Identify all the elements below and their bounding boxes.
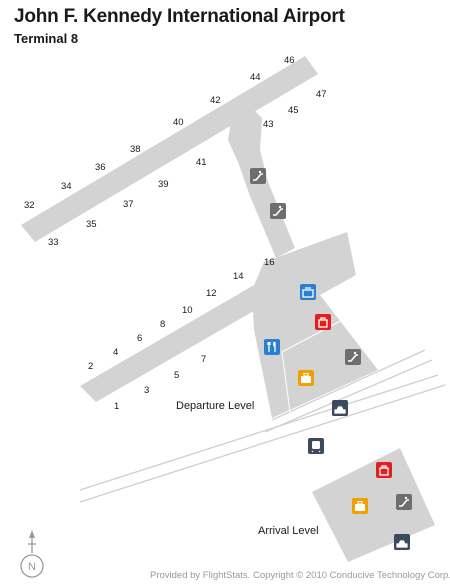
gate-label: 38 <box>130 144 141 155</box>
gate-label: 34 <box>61 181 72 192</box>
shopping-icon <box>315 314 331 330</box>
gate-label: 41 <box>196 157 207 168</box>
north-concourse <box>21 56 318 242</box>
gate-label: 32 <box>24 200 35 211</box>
departure-level-label: Departure Level <box>176 400 254 412</box>
gate-label: 16 <box>264 257 275 268</box>
map-title: John F. Kennedy International Airport <box>14 6 345 27</box>
taxi-icon <box>332 400 348 416</box>
gate-labels: 1234567810121416323334353637383940414243… <box>24 55 327 412</box>
gate-label: 8 <box>160 319 165 330</box>
terminal-subtitle: Terminal 8 <box>14 31 79 46</box>
gate-label: 36 <box>95 162 106 173</box>
gate-label: 39 <box>158 179 169 190</box>
gate-label: 46 <box>284 55 295 66</box>
escalator-icon <box>396 494 412 510</box>
taxi-icon <box>394 534 410 550</box>
information-icon <box>300 284 316 300</box>
shopping-icon <box>376 462 392 478</box>
gate-label: 44 <box>250 72 261 83</box>
gate-label: 43 <box>263 119 274 130</box>
gate-label: 1 <box>114 401 119 412</box>
escalator-icon <box>345 349 361 365</box>
compass: N <box>20 530 44 578</box>
gate-label: 7 <box>201 354 206 365</box>
gate-label: 42 <box>210 95 221 106</box>
gate-label: 3 <box>144 385 149 396</box>
gate-label: 37 <box>123 199 134 210</box>
restaurant-icon <box>264 339 280 355</box>
roadway <box>79 349 446 503</box>
gate-label: 6 <box>137 333 142 344</box>
gate-label: 45 <box>288 105 299 116</box>
escalator-icon <box>250 168 266 184</box>
gate-label: 35 <box>86 219 97 230</box>
gate-label: 12 <box>206 288 217 299</box>
arrival-level-label: Arrival Level <box>258 525 319 537</box>
gate-label: 40 <box>173 117 184 128</box>
baggage-icon <box>298 370 314 386</box>
south-concourse <box>80 270 290 402</box>
train-icon <box>308 438 324 454</box>
credits: Provided by FlightStats. Copyright © 201… <box>150 570 450 581</box>
gate-label: 14 <box>233 271 244 282</box>
escalator-icon <box>270 203 286 219</box>
gate-label: 4 <box>113 347 118 358</box>
gate-label: 10 <box>182 305 193 316</box>
gate-label: 2 <box>88 361 93 372</box>
arrival-building <box>312 448 435 562</box>
gate-label: 33 <box>48 237 59 248</box>
baggage-icon <box>352 498 368 514</box>
gate-label: 5 <box>174 370 179 381</box>
gate-label: 47 <box>316 89 327 100</box>
compass-north-label: N <box>28 561 36 573</box>
